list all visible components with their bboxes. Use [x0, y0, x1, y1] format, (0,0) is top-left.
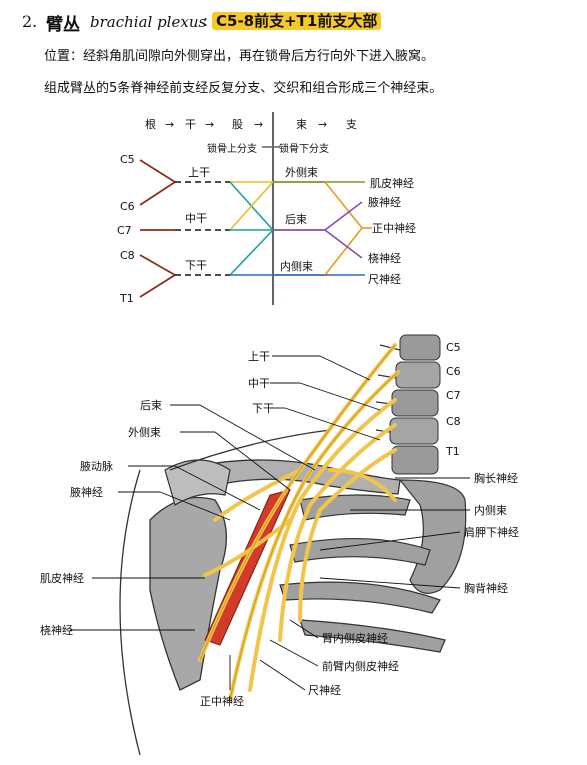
root-c8: C8 — [120, 249, 135, 262]
infraclavicular-label: 锁骨下分支 — [279, 142, 329, 155]
vert-c7: C7 — [446, 389, 461, 402]
lateral-cord-label: 外侧束 — [285, 166, 318, 179]
flow-cord: 束 — [296, 118, 307, 131]
label-upper-trunk: 上干 — [248, 350, 270, 363]
vert-c8: C8 — [446, 415, 461, 428]
label-medial-brachial-cutaneous: 臂内侧皮神经 — [322, 631, 388, 645]
upper-trunk-roots — [139, 159, 177, 206]
label-subscapular: 肩胛下神经 — [464, 525, 519, 539]
title-highlight: C5-8前支+T1前支大部 — [212, 10, 382, 31]
root-c5: C5 — [120, 153, 135, 166]
flow-branch: 支 — [346, 118, 357, 131]
title-en: brachial plexus — [90, 13, 207, 31]
label-medial-antebrachial-cutaneous: 前臂内侧皮神经 — [322, 659, 399, 673]
flow-trunk: 干 — [185, 118, 196, 131]
label-long-thoracic: 胸长神经 — [474, 471, 518, 485]
posterior-cord-label: 后束 — [285, 213, 307, 226]
nerve-bundle — [198, 343, 400, 702]
branch-radial: 桡神经 — [368, 251, 401, 265]
flow-arrow-4: → — [318, 118, 327, 131]
label-axillary-nerve: 腋神经 — [70, 485, 103, 499]
label-thoracodorsal: 胸背神经 — [464, 581, 508, 595]
flow-division: 股 — [232, 118, 243, 131]
lower-trunk-roots — [139, 254, 177, 298]
branch-ulnar: 尺神经 — [368, 272, 401, 286]
middle-trunk-label: 中干 — [185, 212, 207, 225]
upper-trunk-label: 上干 — [188, 166, 210, 179]
div-middle-ant — [229, 181, 274, 231]
div-lower-post — [229, 229, 274, 276]
branch-axillary: 腋神经 — [368, 195, 401, 209]
acromion — [164, 459, 231, 506]
label-lateral-cord: 外侧束 — [128, 426, 161, 439]
title-cn: 臂丛 — [46, 15, 80, 35]
label-middle-trunk: 中干 — [248, 377, 270, 390]
root-c6: C6 — [120, 200, 135, 213]
nerve-outline — [199, 344, 399, 701]
vert-c5: C5 — [446, 341, 461, 354]
vert-c6: C6 — [446, 365, 461, 378]
humerus — [149, 496, 228, 691]
root-c7: C7 — [117, 224, 132, 237]
branch-musculocutaneous: 肌皮神经 — [370, 176, 414, 190]
medial-cord-label: 内侧束 — [280, 259, 313, 273]
label-radial: 桡神经 — [40, 623, 73, 637]
radial-branch — [324, 229, 363, 259]
label-medial-cord: 内侧束 — [474, 503, 507, 517]
median-branches — [324, 181, 364, 276]
rib-cage — [279, 479, 467, 653]
label-lower-trunk: 下干 — [252, 402, 274, 415]
note-line-1: 位置：经斜角肌间隙向外侧穿出，再在锁骨后方行向外下进入腋窝。 — [44, 49, 435, 64]
branch-median: 正中神经 — [372, 221, 416, 235]
vert-t1: T1 — [445, 445, 460, 458]
highlight-text: C5-8前支+T1前支大部 — [212, 12, 382, 30]
label-ulnar: 尺神经 — [308, 683, 341, 697]
root-t1: T1 — [119, 292, 134, 305]
flow-root: 根 — [145, 117, 156, 131]
flow-arrow-2: → — [205, 118, 214, 131]
label-musculocutaneous: 肌皮神经 — [40, 571, 84, 585]
label-median: 正中神经 — [200, 694, 244, 708]
note-line-2: 组成臂丛的5条脊神经前支经反复分支、交织和组合形成三个神经束。 — [44, 81, 443, 96]
flow-arrow-3: → — [254, 118, 263, 131]
lower-trunk-label: 下干 — [185, 259, 207, 272]
supraclavicular-label: 锁骨上分支 — [207, 142, 257, 155]
flow-arrow-1: → — [165, 118, 174, 131]
title-separator: : — [203, 12, 209, 30]
axillary-branch — [324, 201, 363, 231]
axillary-artery — [204, 489, 291, 646]
label-axillary-artery: 腋动脉 — [80, 459, 113, 473]
leader-lines — [70, 355, 470, 691]
label-posterior-cord: 后束 — [140, 399, 162, 412]
section-number: 2. — [22, 12, 38, 31]
